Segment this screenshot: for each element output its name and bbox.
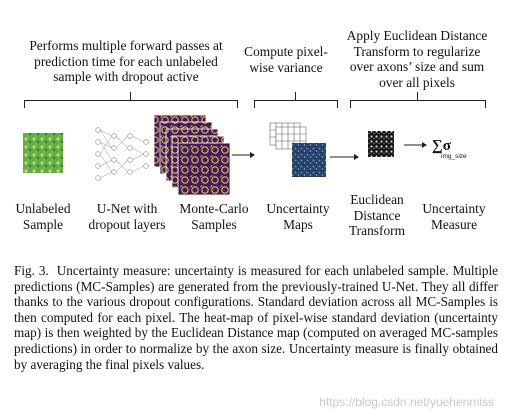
watermark: https://blog.csdn.net/yuehenmiss <box>319 395 494 409</box>
arrow-head <box>250 152 255 158</box>
label-line: Samples <box>191 216 237 232</box>
label-line: Monte-Carlo <box>179 201 249 216</box>
label-line: Distance <box>353 207 401 223</box>
edt-image <box>368 131 394 157</box>
label-line: Unlabeled <box>15 201 71 216</box>
label-uncertainty-measure: Uncertainty Measure <box>414 201 494 232</box>
label-edt: Euclidean Distance Transform <box>340 192 414 239</box>
label-unlabeled-sample: Unlabeled Sample <box>4 201 82 232</box>
label-line: Maps <box>283 216 313 232</box>
label-unet: U-Net with dropout layers <box>76 201 178 232</box>
desc-line: over axons’ size and sum <box>349 59 485 74</box>
caption-label: Fig. 3. <box>14 263 49 278</box>
figure-caption: Fig. 3. Uncertainty measure: uncertainty… <box>14 263 498 372</box>
label-line: Uncertainty <box>266 201 330 216</box>
label-line: Transform <box>348 223 406 238</box>
unlabeled-sample-image <box>23 133 63 173</box>
desc-line: Apply Euclidean Distance <box>346 28 488 43</box>
desc-line: over all pixels <box>379 74 455 90</box>
arrow-head <box>354 154 359 160</box>
label-uncertainty-maps: Uncertainty Maps <box>258 201 338 232</box>
desc-forward-passes: Performs multiple forward passes at pred… <box>6 38 246 85</box>
desc-line: sample with dropout active <box>53 69 199 84</box>
formula-sigma: ∑σ <box>432 138 452 154</box>
bracket-variance <box>254 92 338 108</box>
label-line: Euclidean <box>350 192 404 207</box>
desc-euclidean: Apply Euclidean Distance Transform to re… <box>332 28 502 90</box>
pipeline-diagram: ∑σ img_size <box>23 114 467 196</box>
bracket-euclidean <box>350 92 486 108</box>
unet-network-icon <box>95 127 149 181</box>
label-line: Sample <box>22 216 64 232</box>
desc-line: Performs multiple forward passes at <box>29 38 223 53</box>
label-line: dropout layers <box>88 216 166 232</box>
caption-text: Uncertainty measure: uncertainty is meas… <box>14 263 499 372</box>
uncertainty-map-image <box>292 143 326 177</box>
desc-line: Compute pixel- <box>244 44 328 59</box>
arrow-head <box>422 142 427 148</box>
bracket-forward-passes <box>24 92 238 108</box>
desc-line: prediction time for each unlabeled <box>34 53 218 69</box>
label-mc-samples: Monte-Carlo Samples <box>168 201 260 232</box>
label-line: Measure <box>430 216 478 232</box>
mc-samples-stack <box>153 114 231 196</box>
desc-line: Transform to regularize <box>353 43 481 59</box>
desc-variance: Compute pixel- wise variance <box>236 44 336 75</box>
formula-subscript: img_size <box>441 153 467 160</box>
label-line: Uncertainty <box>422 201 486 216</box>
desc-line: wise variance <box>249 59 323 75</box>
label-line: U-Net with <box>96 201 158 216</box>
